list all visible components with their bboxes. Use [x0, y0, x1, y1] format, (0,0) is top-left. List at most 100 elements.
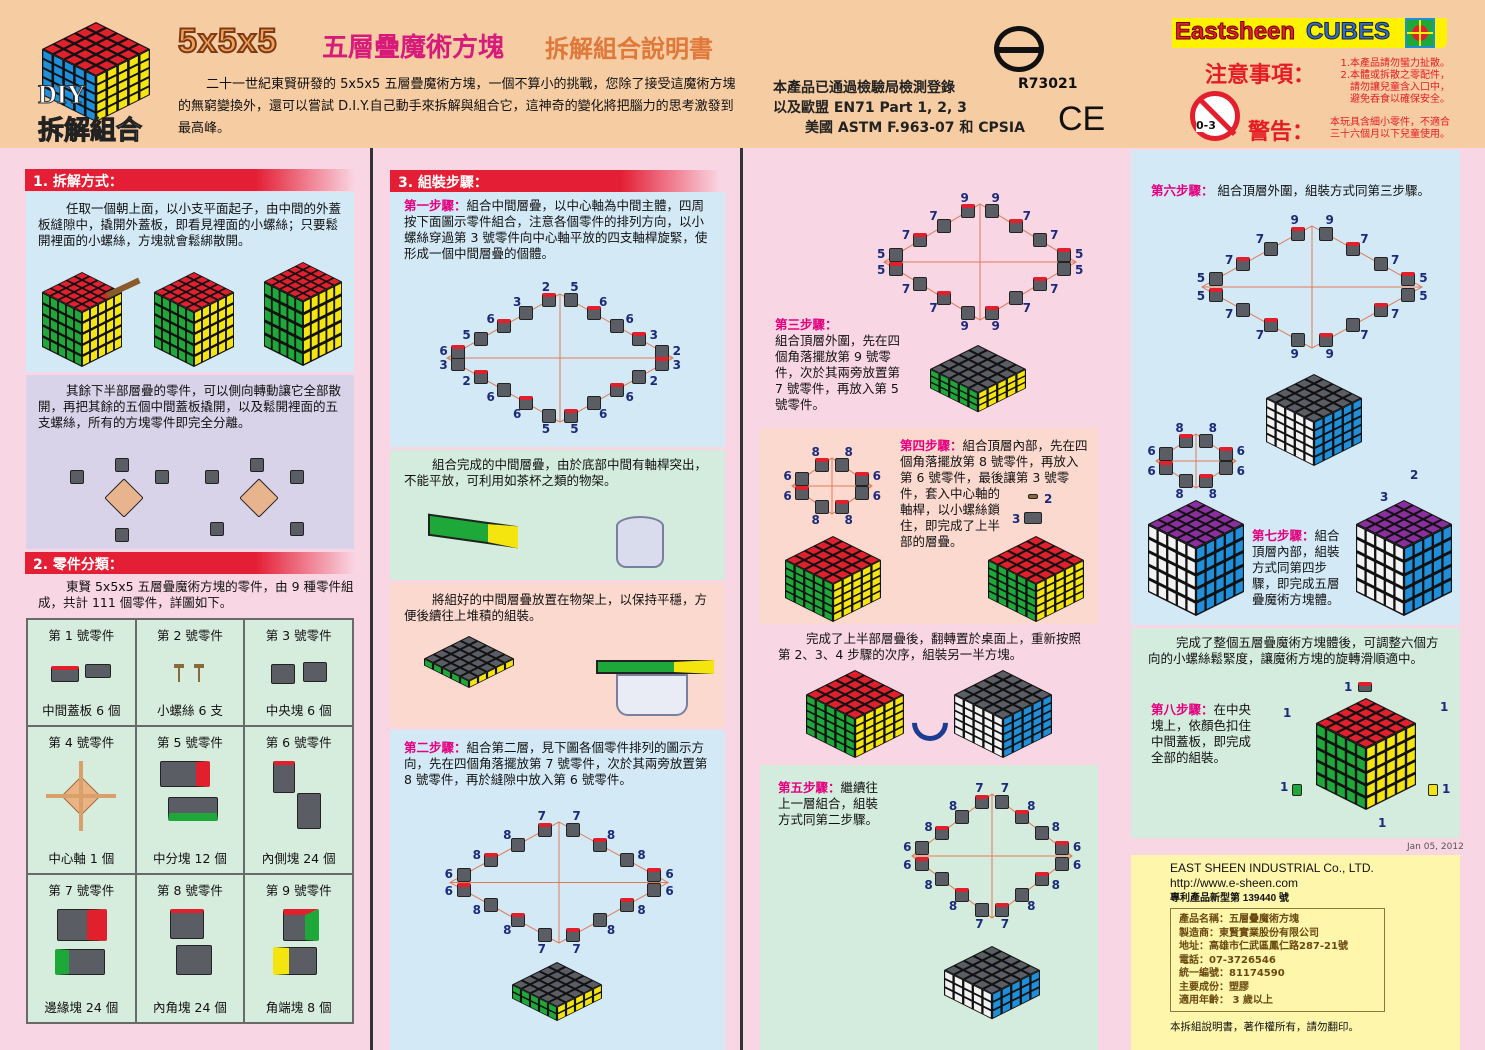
cube-sticker: [846, 746, 854, 757]
cube-sticker: [523, 985, 537, 993]
cube-sticker: [187, 296, 201, 304]
cube-sticker: [956, 690, 972, 699]
cube-sticker: [1046, 591, 1055, 601]
cube-sticker: [59, 280, 73, 288]
cube-sticker: [1385, 554, 1394, 569]
cube-sticker: [154, 304, 162, 317]
part-caption: 中央塊 6 個: [265, 702, 332, 718]
cube-sticker: [64, 70, 74, 82]
cube-sticker: [844, 556, 860, 564]
cube-sticker: [66, 55, 83, 64]
cube-sticker: [985, 685, 1001, 694]
cube-sticker: [1216, 535, 1224, 550]
cube-sticker: [97, 81, 106, 93]
cube-sticker: [988, 391, 997, 400]
cube-sticker: [964, 981, 972, 992]
cube-sticker: [847, 710, 863, 718]
cube-sticker: [42, 304, 50, 317]
cube-sticker: [844, 546, 860, 555]
part-number-label: 2: [672, 343, 682, 358]
cube-sticker: [1149, 567, 1157, 581]
section1-title: 1. 拆解方式：: [25, 169, 355, 191]
cube-sticker: [827, 690, 843, 699]
cube-sticker: [1027, 588, 1035, 598]
cube-sticker: [1216, 590, 1224, 605]
cube-sticker: [1027, 595, 1035, 606]
cube-sticker: [1188, 520, 1204, 528]
cube-part: [1179, 433, 1193, 448]
notice-line: 1.本產品請勿蠻力扯散。: [1340, 58, 1450, 69]
part-number-label: 9: [1325, 213, 1334, 228]
warning-line: 三十六個月以下兒童使用。: [1330, 129, 1450, 140]
cube-sticker: [576, 994, 583, 1004]
cube-sticker: [1396, 539, 1412, 547]
cube-sticker: [1414, 540, 1423, 555]
section1-text1: 任取一個朝上面，以小支平面起子，由中間的外蓋板縫隙中，撬開外蓋板，即看見裡面的小…: [38, 201, 342, 248]
cube-part: [985, 204, 999, 219]
cube-sticker: [970, 346, 986, 354]
cube-part: [1346, 318, 1361, 333]
cube-sticker: [87, 34, 105, 43]
cube-sticker: [55, 39, 72, 48]
cube-sticker: [826, 737, 835, 747]
cube-part: [935, 825, 949, 840]
part-1-illustration: [51, 654, 112, 694]
cube-sticker: [1347, 752, 1355, 766]
cube-sticker: [108, 94, 117, 106]
cube-sticker: [993, 990, 1001, 1001]
cube-sticker: [75, 304, 89, 312]
cube-sticker: [1177, 595, 1186, 609]
cube-sticker: [1286, 426, 1294, 438]
part-number-label: 6: [598, 295, 608, 310]
part-5-illustration: [159, 760, 220, 831]
part-number-label: 7: [975, 780, 984, 795]
cube-sticker: [1013, 718, 1022, 729]
cube-sticker: [837, 705, 853, 713]
cube-sticker: [1353, 417, 1361, 428]
cube-part: [1179, 474, 1193, 489]
cube-sticker: [1188, 529, 1204, 538]
part-number-label: 7: [1255, 327, 1265, 342]
cube-sticker: [202, 316, 210, 329]
company-url[interactable]: http://www.e-sheen.com: [1170, 876, 1299, 890]
cube-sticker: [1397, 767, 1405, 781]
cube-sticker: [58, 345, 66, 358]
cube-sticker: [471, 659, 485, 667]
cube-sticker: [106, 308, 114, 321]
cube-part: [1208, 287, 1223, 302]
cube-sticker: [950, 386, 958, 395]
cube-sticker: [120, 39, 137, 48]
cube-sticker: [549, 1003, 556, 1013]
cube-sticker: [1149, 580, 1157, 595]
cube-sticker: [129, 56, 138, 68]
part-3-illustration: [269, 654, 329, 694]
cube-sticker: [76, 61, 94, 70]
part-number-label: 7: [1225, 307, 1234, 322]
cube-sticker: [1188, 539, 1204, 547]
cube-sticker: [43, 288, 57, 296]
parts-table: 第 1 號零件中間蓋板 6 個 第 2 號零件小螺絲 6 支 第 3 號零件中央…: [26, 618, 354, 1024]
cube-part: [609, 319, 624, 333]
cube-sticker: [170, 345, 178, 358]
cube-sticker: [576, 1001, 583, 1011]
cube-sticker: [498, 655, 512, 662]
cube-sticker: [964, 700, 973, 711]
step4-result-cube: [988, 536, 1084, 622]
cube-sticker: [1337, 735, 1345, 749]
cube-sticker: [1007, 375, 1016, 384]
cube-sticker: [1376, 576, 1384, 591]
cube-sticker: [955, 696, 963, 706]
cube-sticker: [865, 741, 874, 752]
cube-sticker: [83, 292, 97, 300]
title-main: 五層疊魔術方塊: [322, 33, 505, 63]
cube-sticker: [288, 334, 295, 348]
cube-sticker: [961, 379, 976, 388]
company-panel: [1131, 855, 1460, 1050]
cube-sticker: [443, 668, 450, 678]
cube-part: [1219, 460, 1233, 475]
cube-sticker: [1024, 695, 1040, 704]
cube-part: [889, 262, 903, 277]
cube-sticker: [1012, 997, 1020, 1009]
cube-sticker: [567, 1006, 574, 1016]
cube-sticker: [1443, 553, 1451, 568]
